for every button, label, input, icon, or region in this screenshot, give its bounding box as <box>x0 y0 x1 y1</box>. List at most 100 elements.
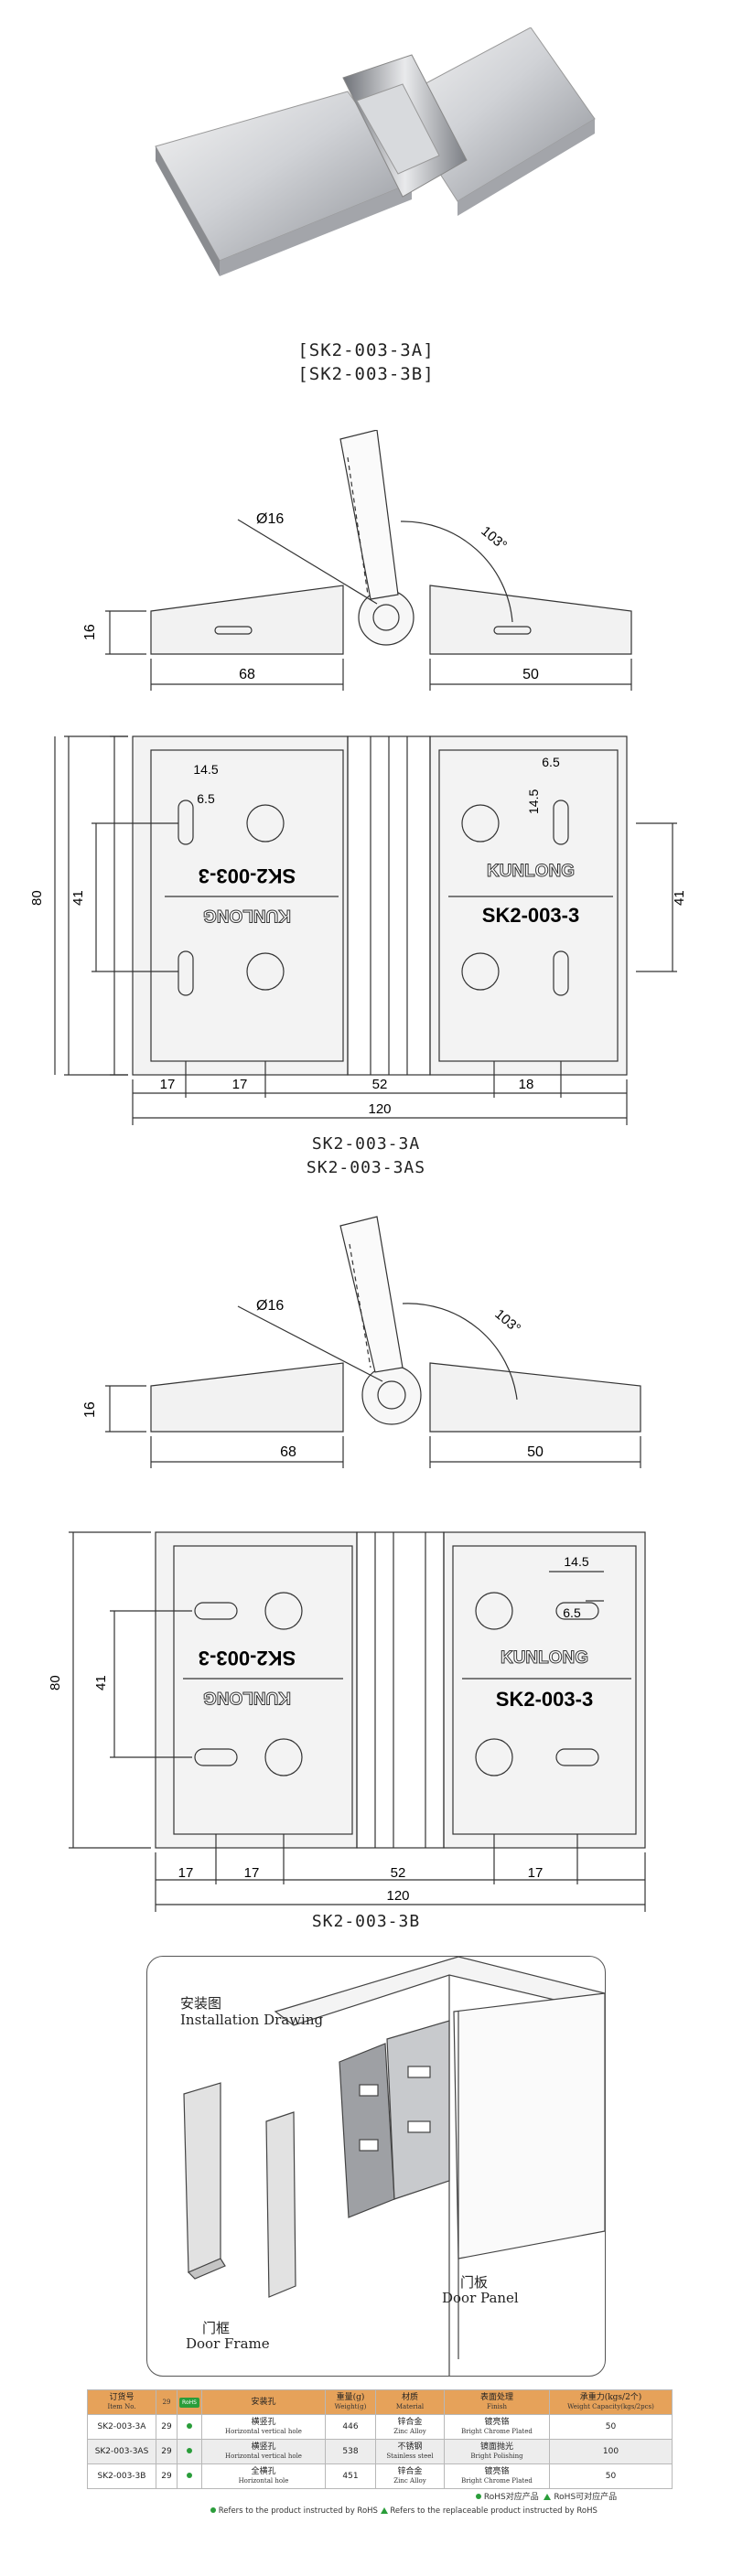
row-capacity: 50 <box>549 2414 673 2440</box>
row-mat-en: Stainless steel <box>386 2453 434 2460</box>
rohs-triangle-icon <box>544 2494 552 2500</box>
row-hole-cn: 横竖孔 <box>251 2442 276 2452</box>
door-panel-cn: 门板 <box>460 2274 489 2291</box>
install-title-en: Installation Drawing <box>180 2012 324 2028</box>
rohs-dot-icon <box>210 2507 216 2513</box>
plan1-width-17b: 17 <box>232 1077 248 1092</box>
plan1-brand: KUNLONG <box>487 862 575 881</box>
row-n: 29 <box>156 2463 178 2489</box>
row-capacity: 50 <box>549 2463 673 2489</box>
door-panel-en: Door Panel <box>442 2290 519 2306</box>
side2-diameter: Ø16 <box>256 1298 284 1314</box>
plan1-width-17a: 17 <box>160 1077 176 1092</box>
row-fin-en: Bright Polishing <box>470 2453 523 2460</box>
rohs-dot-icon <box>476 2494 481 2499</box>
side1-height: 16 <box>82 624 98 640</box>
rohs-dot-icon <box>187 2448 192 2453</box>
side1-diameter: Ø16 <box>256 511 284 527</box>
row-capacity: 100 <box>549 2439 673 2464</box>
row-weight: 446 <box>325 2414 376 2440</box>
side2-height: 16 <box>82 1401 98 1418</box>
hdr-finish-cn: 表面处理 <box>479 2393 513 2402</box>
plan1-dim-14-5-right: 14.5 <box>526 789 541 814</box>
plan2-width-17a: 17 <box>178 1865 194 1881</box>
row-weight: 538 <box>325 2439 376 2464</box>
plan2-height-80: 80 <box>48 1675 63 1690</box>
row-item: SK2-003-3B <box>87 2463 156 2489</box>
side-view-1: Ø16 103° 16 68 50 <box>82 430 632 691</box>
hdr-weight-en: Weight(g) <box>334 2403 367 2410</box>
plan1-labels: 14.5 6.5 SK2-003-3 KUNLONG KUNLONG SK2-0… <box>29 755 687 1117</box>
rohs-triangle-icon <box>380 2507 388 2514</box>
row-hole-en: Horizontal vertical hole <box>225 2428 302 2435</box>
side1-right-width: 50 <box>522 667 539 682</box>
plan1-model: SK2-003-3 <box>482 904 579 927</box>
product-caption-b: [SK2-003-3B] <box>297 364 435 384</box>
row-hole-en: Horizontal hole <box>238 2477 289 2485</box>
plan1-width-120: 120 <box>368 1101 391 1117</box>
row-fin-en: Bright Chrome Plated <box>461 2477 533 2485</box>
plan1-width-18: 18 <box>519 1077 534 1092</box>
plan-view-1: 14.5 6.5 SK2-003-3 KUNLONG KUNLONG SK2-0… <box>29 735 687 1125</box>
plan-view-2: SK2-003-3 KUNLONG KUNLONG SK2-003-3 14.5… <box>48 1531 646 1912</box>
plan2-brand-flipped: KUNLONG <box>203 1688 291 1707</box>
row-fin-cn: 镜面抛光 <box>479 2442 513 2452</box>
row-hole-en: Horizontal vertical hole <box>225 2453 302 2460</box>
row-weight: 451 <box>325 2463 376 2489</box>
legend-rohs1: RoHS对应产品 <box>483 2493 539 2502</box>
plan2-width-17c: 17 <box>528 1865 544 1881</box>
row-n: 29 <box>156 2414 178 2440</box>
side2-angle: 103° <box>491 1306 523 1336</box>
hdr-capacity-cn: 承重力(kgs/2个) <box>579 2393 642 2402</box>
plan2-dim-14-5: 14.5 <box>564 1554 588 1569</box>
plan1-width-52: 52 <box>372 1077 388 1092</box>
plan1-height-80: 80 <box>29 890 45 906</box>
product-caption-a: [SK2-003-3A] <box>297 340 435 360</box>
plan2-width-52: 52 <box>391 1865 406 1881</box>
row-mat-cn: 锌合金 <box>397 2418 423 2427</box>
side2-left-width: 68 <box>280 1444 296 1460</box>
plan2-dim-6-5: 6.5 <box>563 1605 581 1620</box>
row-mat-en: Zinc Alloy <box>393 2428 426 2435</box>
side1-angle: 103° <box>478 523 510 553</box>
legend-rohs: RoHS对应产品 RoHS可对应产品 <box>476 2490 617 2502</box>
row-mat-cn: 锌合金 <box>397 2467 423 2476</box>
row-hole-cn: 横竖孔 <box>251 2418 276 2427</box>
product-photo <box>155 27 596 276</box>
plan1-brand-flipped: KUNLONG <box>203 906 291 925</box>
hdr-item-cn: 订货号 <box>109 2393 135 2402</box>
plan2-width-17b: 17 <box>244 1865 260 1881</box>
rohs-dot-icon <box>187 2473 192 2478</box>
row-mat-en: Zinc Alloy <box>393 2477 426 2485</box>
door-frame-cn: 门框 <box>202 2320 231 2336</box>
installation-panel: 安装图 Installation Drawing 门板 Door Panel 门… <box>146 1956 606 2377</box>
installation-drawing <box>183 1957 605 2376</box>
plan2-model: SK2-003-3 <box>496 1688 593 1711</box>
plan1-caption-a: SK2-003-3A <box>311 1134 421 1154</box>
legend-notes: Refers to the product instructed by RoHS… <box>210 2506 597 2516</box>
rohs-icon: RoHS <box>179 2397 199 2408</box>
legend-note1: Refers to the product instructed by RoHS <box>218 2506 378 2516</box>
row-hole-cn: 全横孔 <box>251 2467 276 2476</box>
row-item: SK2-003-3AS <box>87 2439 156 2464</box>
plan1-caption-as: SK2-003-3AS <box>306 1158 426 1177</box>
door-frame-en: Door Frame <box>186 2335 270 2352</box>
hdr-material-cn: 材质 <box>401 2393 418 2402</box>
row-item: SK2-003-3A <box>87 2414 156 2440</box>
side-view-2: Ø16 103° 16 68 50 <box>82 1216 641 1468</box>
install-title-cn: 安装图 <box>180 1995 222 2012</box>
plan1-dim-6-5: 6.5 <box>197 791 215 806</box>
hdr-finish-en: Finish <box>487 2403 507 2410</box>
hdr-hole-cn: 安装孔 <box>251 2397 276 2407</box>
plan1-height-41: 41 <box>70 890 86 906</box>
hdr-capacity-en: Weight Capacity(kgs/2pcs) <box>567 2403 654 2410</box>
hdr-material-en: Material <box>395 2403 425 2410</box>
row-fin-cn: 镀亮铬 <box>484 2418 510 2427</box>
side1-left-width: 68 <box>239 667 255 682</box>
plan2-caption: SK2-003-3B <box>311 1912 421 1931</box>
rohs-dot-icon <box>187 2423 192 2429</box>
